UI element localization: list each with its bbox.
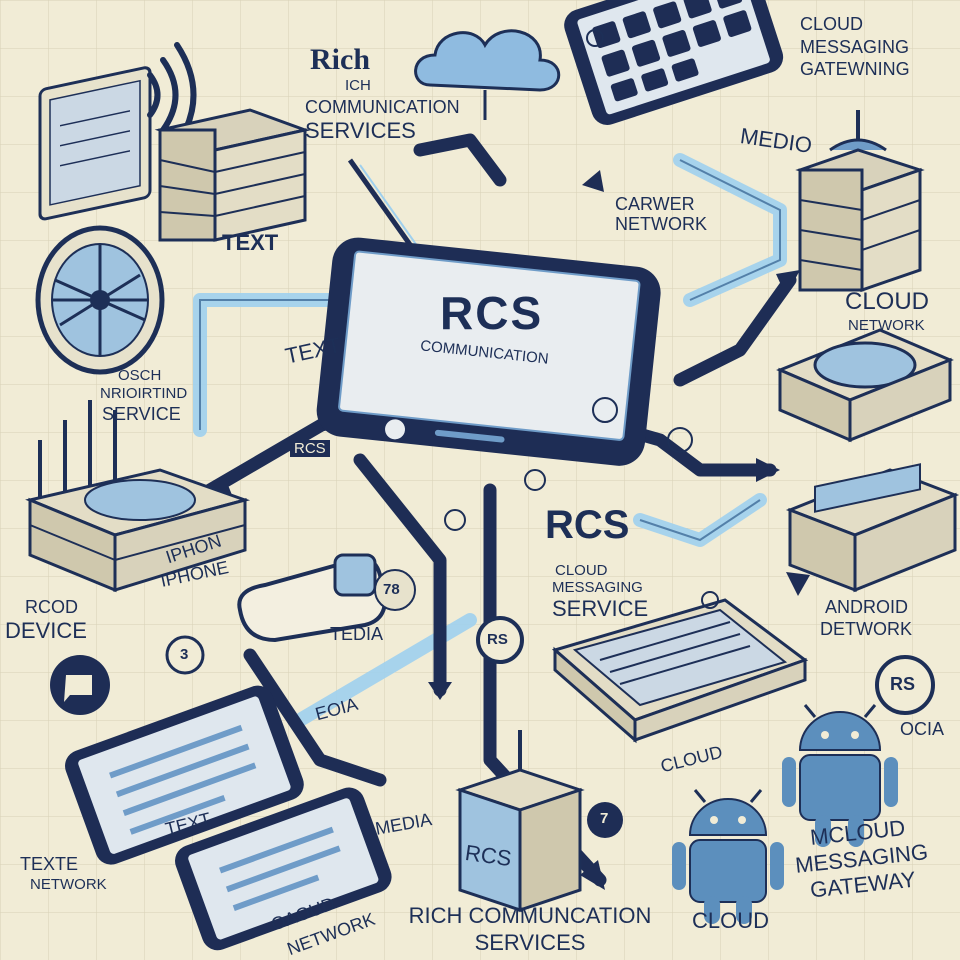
router-icon	[25, 400, 251, 593]
number-7-circle	[587, 802, 623, 838]
number-3: 3	[180, 646, 189, 663]
central-phone-icon	[316, 237, 661, 466]
label-cloud-right-2: Network	[848, 317, 925, 334]
label-text-network-2: Network	[30, 876, 107, 893]
label-tedia: Tedia	[330, 624, 384, 644]
flow-dark-top	[413, 133, 507, 187]
label-carrier-network-2: Network	[615, 214, 707, 234]
label-rcod-device-1: Rcod	[25, 597, 78, 617]
hand-pointer-icon	[237, 553, 388, 643]
server-box-icon	[785, 463, 960, 593]
label-cloud-msg-service-3: Service	[552, 596, 649, 621]
rs-badge-right: RS	[890, 674, 916, 694]
footer-title-2: Services	[474, 930, 586, 955]
satellite-dish-icon	[35, 225, 165, 375]
rs-badge: RS	[487, 631, 508, 648]
small-link-icons	[444, 29, 719, 609]
arrow-right	[756, 458, 780, 482]
label-rcod-device-2: Device	[5, 618, 87, 643]
label-cloud-bottom: Cloud	[692, 908, 770, 933]
label-text-top: Text	[222, 230, 279, 255]
arrow-up-right	[776, 270, 800, 296]
label-service-left-2: Nrioirtind	[100, 385, 188, 402]
title-rich: Rich	[310, 43, 370, 76]
rs-badge-circle	[476, 616, 524, 664]
phone-icon-top	[564, 0, 784, 125]
flow-dark-right-up	[673, 273, 797, 387]
label-cloud-msg-service-1: Cloud	[555, 562, 608, 579]
number-3-circle	[165, 635, 205, 675]
arrow-top	[582, 170, 604, 192]
phone-icon-lower-left	[65, 685, 304, 865]
label-service-left-1: Osch	[118, 367, 162, 384]
arrow-android	[786, 572, 810, 596]
number-7: 7	[600, 810, 609, 827]
android-robot-icon-small	[672, 789, 784, 924]
label-cloud-msg-service-2: Messaging	[552, 579, 643, 596]
server-stack-icon	[154, 108, 311, 242]
label-text-network-1: Texte	[20, 854, 79, 874]
title-communication: Communication	[305, 97, 460, 117]
number-78: 78	[383, 581, 400, 598]
message-bubble-icon	[50, 655, 110, 715]
central-phone-rcs: RCS	[440, 287, 544, 339]
rcs-server-box-icon	[455, 730, 585, 913]
cloud-icon	[414, 29, 561, 120]
android-robot-icon	[782, 704, 898, 847]
footer-title-1: Rich Communcation	[408, 903, 652, 928]
hard-drive-icon	[776, 328, 954, 443]
label-rcs-center: RCS	[545, 503, 630, 547]
rs-badge-right-circle	[875, 655, 935, 715]
label-cloud-messaging-3: Gatewning	[800, 59, 910, 79]
label-cloud-right-1: Cloud	[845, 288, 930, 315]
label-cloud-messaging-1: Cloud	[800, 14, 864, 34]
flow-dark-bottom-left	[243, 648, 387, 787]
label-android-network-2: Detwork	[820, 619, 912, 639]
label-service-left-3: Service	[102, 404, 181, 424]
label-android-network-1: Android	[825, 597, 909, 617]
tablet-icon	[38, 66, 152, 221]
arrow-bottom	[580, 860, 605, 890]
rcs-arrow-tag: RCS	[290, 440, 330, 457]
title-rich-sub: ich	[345, 77, 371, 94]
label-cloud-messaging-2: Messaging	[800, 37, 910, 57]
flow-dark-left-up	[203, 413, 337, 497]
cell-tower-icon	[795, 110, 925, 293]
flow-dark-left	[353, 453, 447, 697]
arrow-down-center	[428, 682, 452, 700]
number-78-circle	[374, 569, 416, 611]
label-ocia: Ocia	[900, 719, 945, 739]
label-carrier-network-1: Carwer	[615, 194, 695, 214]
title-services: Services	[305, 118, 416, 143]
tablet-icon-lower	[551, 598, 809, 744]
phone-icon-bottom	[175, 787, 392, 951]
